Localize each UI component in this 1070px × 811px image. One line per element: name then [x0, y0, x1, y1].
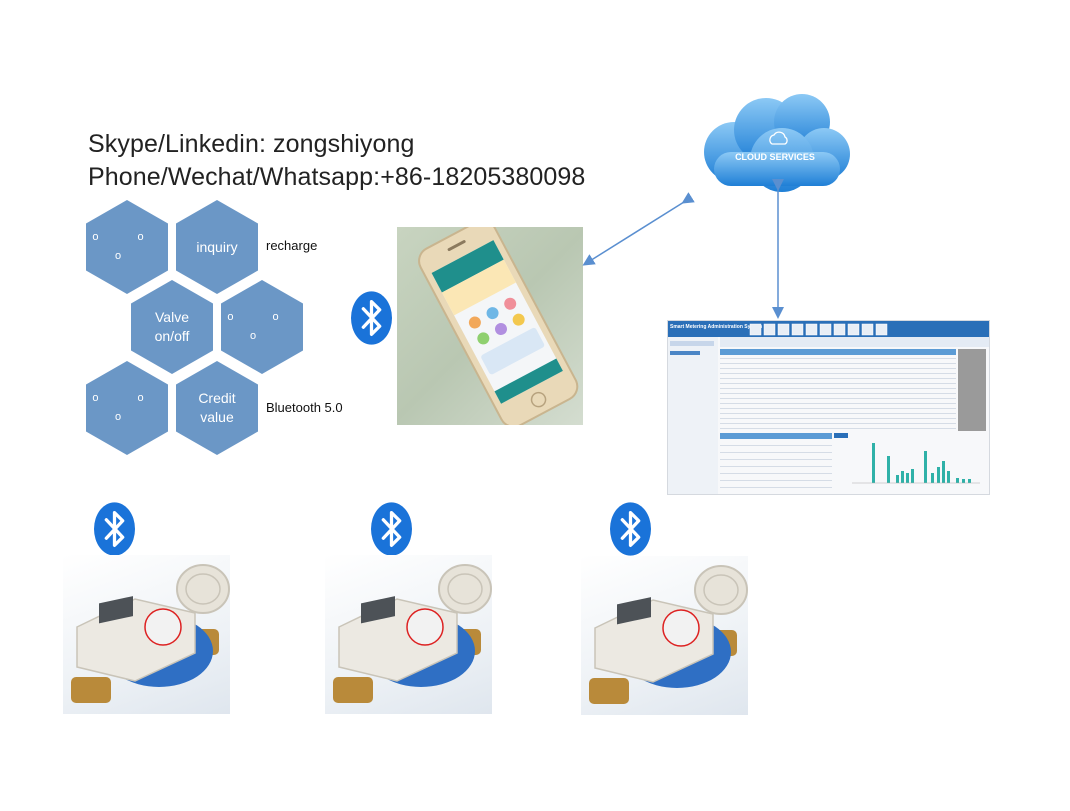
water-meter-image-2	[325, 555, 492, 714]
hexagon-valve-label: Valve on/off	[154, 309, 190, 344]
software-title: Smart Metering Administration System	[670, 324, 763, 330]
recharge-label: recharge	[266, 238, 318, 253]
bluetooth-version-label: Bluetooth 5.0	[266, 400, 343, 415]
cloud-services-label: CLOUD SERVICES	[735, 152, 815, 162]
metering-software-screenshot: Smart Metering Administration System	[667, 320, 990, 495]
water-meter-image-3	[581, 556, 748, 715]
hexagon-credit-label: Credit value	[198, 390, 236, 425]
hexagon-more-2-label: o o o	[227, 311, 297, 342]
phone-cloud-arrow	[582, 192, 695, 266]
hexagon-inquiry-label: inquiry	[196, 238, 238, 255]
cloud-services: CLOUD SERVICES	[694, 92, 856, 194]
contact-skype-linkedin: Skype/Linkedin: zongshiyong	[88, 130, 415, 158]
hexagon-more-1-label: o o o	[92, 231, 162, 262]
cloud-icon	[704, 94, 850, 192]
contact-phone-wechat-whatsapp: Phone/Wechat/Whatsapp:+86-18205380098	[88, 163, 586, 191]
hexagon-more-3-label: o o o	[92, 392, 162, 423]
water-meter-image-1	[63, 555, 230, 714]
smartphone-image	[397, 227, 583, 425]
